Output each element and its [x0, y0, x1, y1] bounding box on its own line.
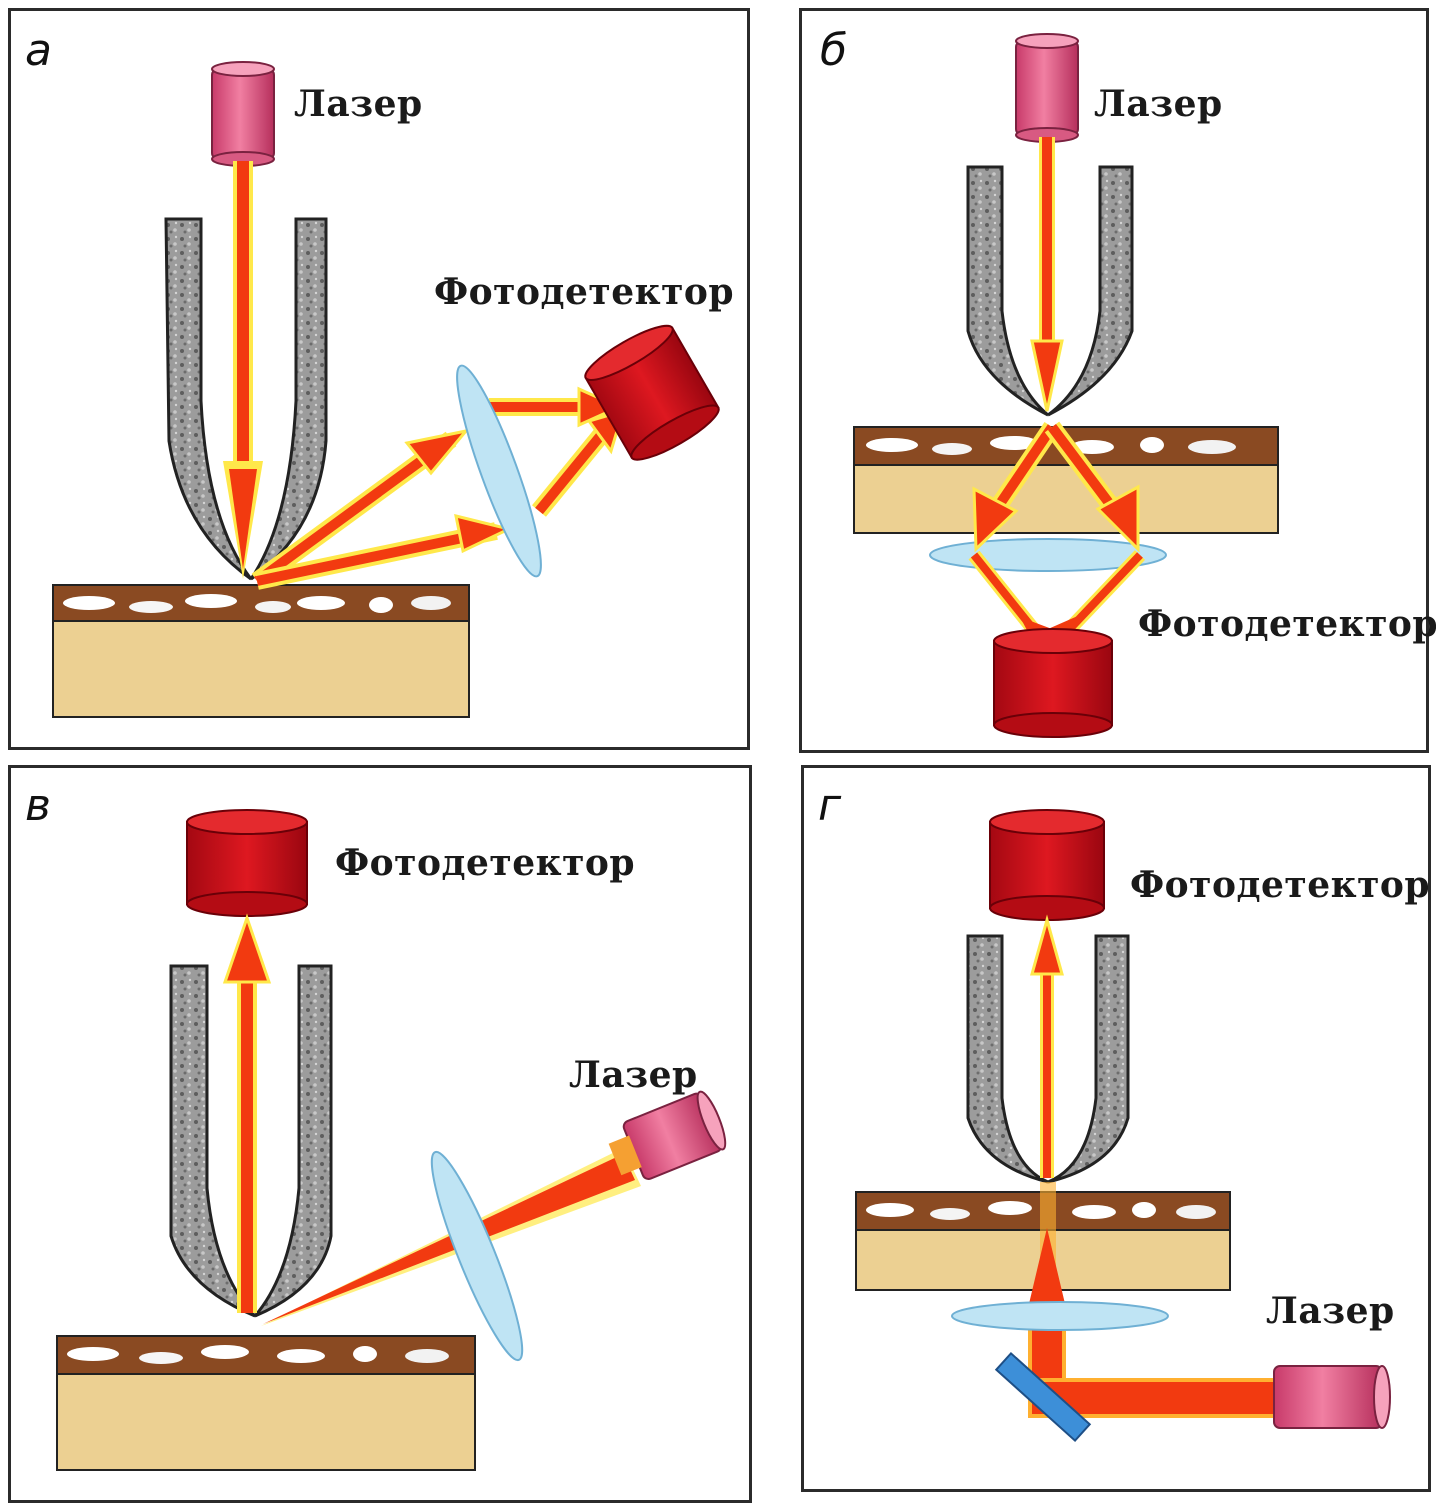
photodetector-label: Фотодетектор	[1130, 864, 1431, 906]
photodetector	[186, 809, 308, 917]
sample	[56, 1335, 476, 1471]
laser-label: Лазер	[1266, 1290, 1395, 1332]
panel-d-diagram	[855, 809, 1391, 1443]
panel-letter-c: в	[25, 780, 51, 831]
panel-b: б Лазер Фотодетектор	[799, 8, 1436, 753]
laser-beams	[968, 137, 1146, 651]
objective-lens	[169, 964, 333, 1318]
panel-letter-a: а	[25, 25, 52, 76]
panel-letter-b: б	[820, 25, 848, 76]
laser-source	[211, 61, 275, 167]
focusing-lens	[430, 1150, 524, 1362]
collecting-lens	[951, 1301, 1169, 1331]
photodetector-label: Фотодетектор	[335, 842, 636, 884]
panel-letter-d: г	[818, 780, 842, 831]
laser-source	[1273, 1365, 1391, 1429]
laser-beams	[223, 161, 626, 590]
panel-c-diagram	[56, 809, 727, 1471]
photodetector	[989, 809, 1105, 921]
photodetector-label: Фотодетектор	[1138, 603, 1436, 645]
objective-lens	[966, 165, 1134, 417]
objective-lens	[966, 934, 1130, 1184]
mirror	[994, 1351, 1092, 1443]
photodetector-label: Фотодетектор	[434, 271, 735, 313]
laser-source	[1015, 33, 1079, 143]
panel-b-diagram	[853, 33, 1279, 738]
panel-d: г Фотодетектор Лазер	[801, 765, 1431, 1492]
sample	[52, 584, 470, 718]
collecting-lens	[456, 364, 542, 578]
panel-a: а Лазер Фотодетектор	[8, 8, 750, 750]
laser-beams	[1028, 914, 1280, 1418]
photodetector	[584, 324, 720, 461]
laser-label: Лазер	[1094, 83, 1223, 125]
photodetector	[993, 628, 1113, 738]
objective-lens	[164, 217, 328, 581]
laser-source	[608, 1090, 727, 1180]
panel-c: в Фотодетектор Лазер	[8, 765, 752, 1503]
laser-label: Лазер	[569, 1054, 698, 1096]
laser-label: Лазер	[294, 83, 423, 125]
panel-a-diagram	[52, 61, 720, 718]
